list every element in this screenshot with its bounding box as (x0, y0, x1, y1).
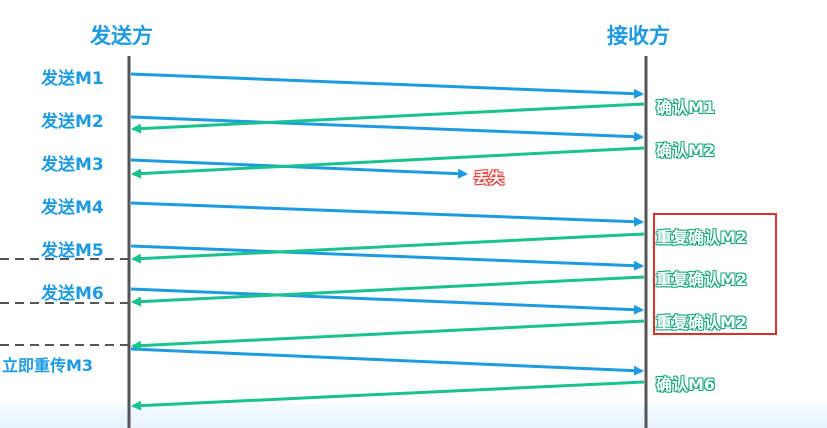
ack-arrow-m2 (131, 146, 645, 179)
send-label-retransmit-m3: 立即重传M3 (2, 356, 94, 375)
ack-label-m2: 确认M2 (656, 141, 716, 160)
ack-arrow-m6 (131, 380, 645, 411)
send-label-m1: 发送M1 (41, 69, 104, 89)
send-arrow-m4 (130, 201, 644, 227)
ack-label-dup-m2-3: 重复确认M2 (656, 313, 748, 332)
send-arrow-m1 (130, 72, 644, 99)
send-label-m3: 发送M3 (41, 155, 104, 175)
sender-title: 发送方 (90, 24, 153, 48)
ack-arrow-dup-m2-1 (131, 232, 645, 264)
ack-arrow-dup-m2-3 (131, 319, 645, 351)
ack-arrow-dup-m2-2 (131, 275, 645, 307)
duplicate-ack-highlight-box (653, 213, 777, 335)
send-arrow-m6 (130, 287, 644, 315)
send-label-m4: 发送M4 (41, 198, 104, 218)
receiver-title: 接收方 (607, 24, 670, 48)
send-arrow-m5 (130, 244, 644, 271)
send-label-m5: 发送M5 (41, 241, 104, 261)
lost-label: 丢失 (474, 169, 505, 187)
ack-arrow-m1 (131, 102, 645, 134)
ack-label-m6: 确认M6 (656, 375, 716, 394)
ack-label-dup-m2-1: 重复确认M2 (656, 228, 748, 247)
send-arrow-m3-retransmit (130, 347, 644, 376)
send-arrow-m2 (130, 115, 644, 142)
send-label-m2: 发送M2 (41, 112, 104, 132)
send-label-m6: 发送M6 (41, 284, 104, 304)
ack-label-dup-m2-2: 重复确认M2 (656, 270, 748, 289)
ack-label-m1: 确认M1 (656, 98, 716, 117)
